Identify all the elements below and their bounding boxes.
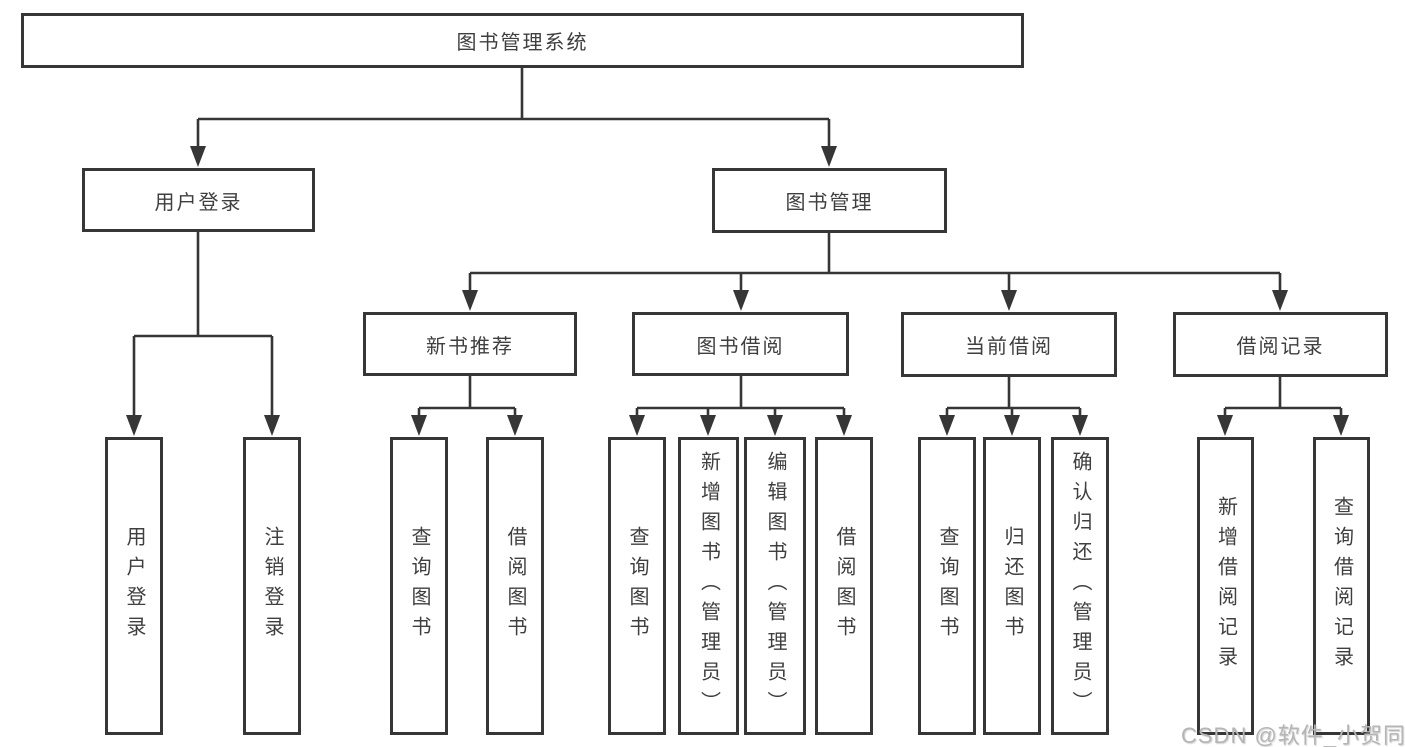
node-user-login: 用户登录 xyxy=(82,168,315,232)
node-current-borrow: 当前借阅 xyxy=(901,312,1117,377)
leaf-user-login: 用户登录 xyxy=(105,437,163,735)
leaf-borrow-books: 借阅图书 xyxy=(815,437,873,735)
node-new-book-recommend: 新书推荐 xyxy=(363,312,577,376)
csdn-watermark: CSDN @软件_小贺同学 xyxy=(1181,723,1405,747)
leaf-query-books-current: 查询图书 xyxy=(918,437,976,735)
leaf-borrow-books-recommend: 借阅图书 xyxy=(486,437,544,735)
node-book-management: 图书管理 xyxy=(712,168,947,233)
arrowheads xyxy=(126,146,1349,436)
leaf-return-books: 归还图书 xyxy=(983,437,1041,735)
leaf-query-books-borrow: 查询图书 xyxy=(608,437,666,735)
node-book-borrow: 图书借阅 xyxy=(632,312,849,376)
node-borrow-records: 借阅记录 xyxy=(1173,312,1388,377)
leaf-query-borrow-record: 查询借阅记录 xyxy=(1313,437,1370,735)
leaf-add-books-admin: 新增图书（管理员） xyxy=(678,437,739,735)
leaf-logout: 注销登录 xyxy=(243,437,301,735)
leaf-confirm-return-admin: 确认归还（管理员） xyxy=(1051,437,1109,735)
leaf-query-books-recommend: 查询图书 xyxy=(390,437,448,735)
leaf-add-borrow-record: 新增借阅记录 xyxy=(1197,437,1254,735)
leaf-edit-books-admin: 编辑图书（管理员） xyxy=(744,437,806,735)
root-node-library-management-system: 图书管理系统 xyxy=(21,13,1024,68)
